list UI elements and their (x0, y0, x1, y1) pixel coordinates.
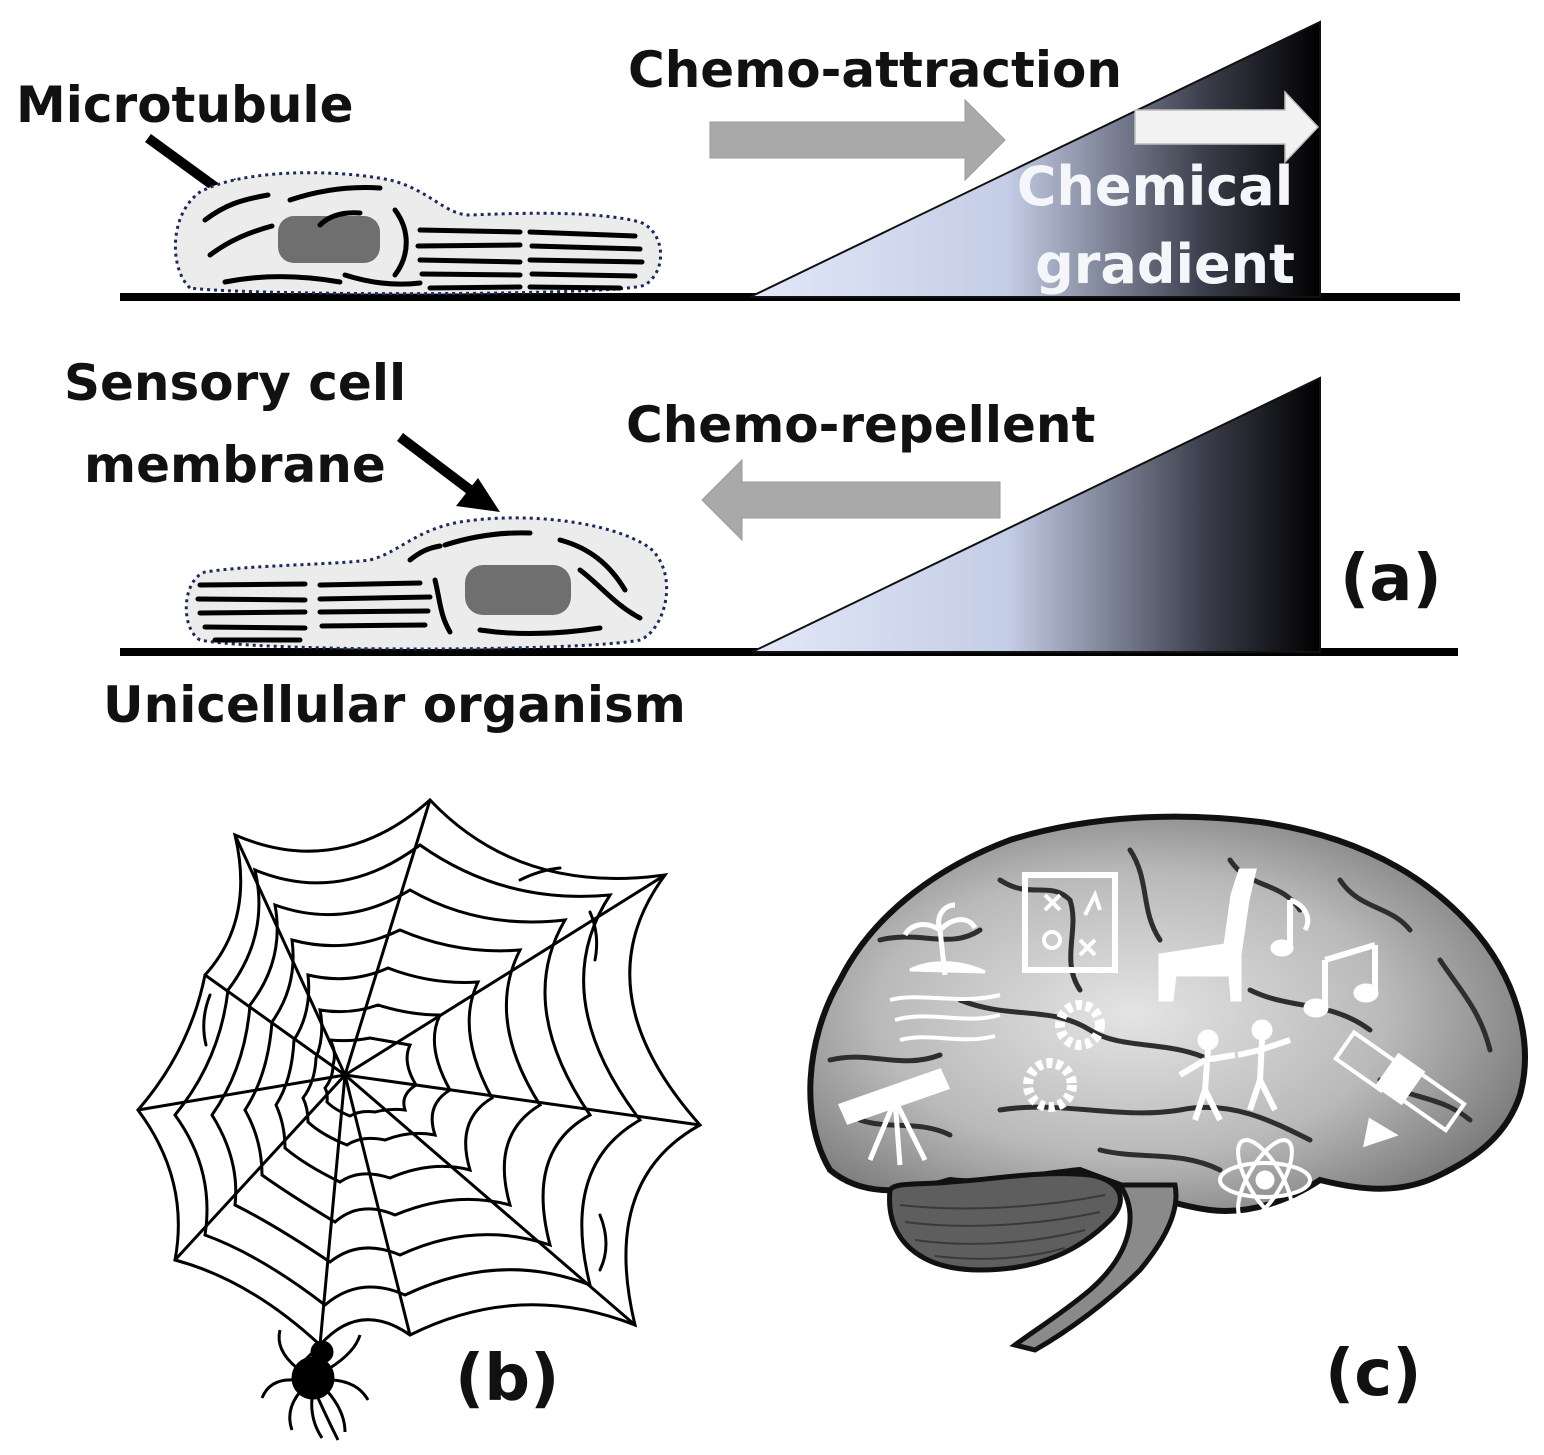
sensory-cell-label-1: Sensory cell (64, 354, 406, 412)
cell-membrane-top (174, 171, 662, 296)
brainstem (1009, 1182, 1179, 1353)
sensory-arrowhead-icon (456, 478, 500, 512)
unicellular-organism-label: Unicellular organism (103, 676, 686, 734)
palm-island-icon (889, 902, 1001, 1042)
spider-web-icon (136, 797, 703, 1362)
chemo-repellent-label: Chemo-repellent (626, 396, 1095, 454)
microtubules-top (202, 185, 645, 291)
dancing-people-icon (1178, 1019, 1291, 1122)
chemical-gradient-label-1: Chemical (1017, 155, 1293, 218)
chemo-attraction-arrow-icon (709, 98, 1006, 182)
cerebrum (807, 813, 1528, 1214)
cell-membrane-bottom (184, 516, 669, 651)
panel-c-letter: (c) (1325, 1337, 1421, 1411)
satellite-icon (1332, 1029, 1467, 1148)
cell-top (174, 171, 662, 296)
cerebellum (887, 1171, 1123, 1273)
panel-c: (c) (807, 813, 1528, 1411)
nucleus-top (278, 216, 380, 263)
gears-icon (1023, 1000, 1105, 1112)
chemical-gradient-label-2: gradient (1035, 233, 1295, 296)
giraffe-icon (1158, 868, 1257, 1002)
panel-b: (b) (136, 797, 703, 1441)
chemo-attraction-label: Chemo-attraction (628, 41, 1122, 99)
strategy-board-icon (1022, 872, 1118, 973)
microtubules-bottom (195, 530, 643, 643)
chemo-repellent-arrow-icon (701, 458, 1001, 542)
sensory-pointer-arrow-icon (396, 433, 482, 500)
nucleus-bottom (465, 565, 571, 615)
brain-icon (807, 813, 1528, 1353)
panel-a: Chemical gradient Chemo-attraction Micro… (16, 20, 1460, 734)
chemical-gradient-wedge-bottom (751, 376, 1321, 653)
microtubule-label: Microtubule (16, 76, 353, 134)
cell-bottom (184, 516, 669, 651)
atom-icon (1218, 1138, 1312, 1222)
panel-a-letter: (a) (1340, 542, 1442, 616)
chemical-gradient-wedge-top (749, 20, 1321, 298)
telescope-icon (837, 1068, 951, 1166)
panel-b-letter: (b) (455, 1342, 559, 1416)
spider-icon (260, 1329, 370, 1441)
music-notes-icon (1270, 897, 1379, 1018)
sensory-cell-label-2: membrane (84, 436, 386, 494)
white-arrow-icon (1134, 90, 1320, 164)
